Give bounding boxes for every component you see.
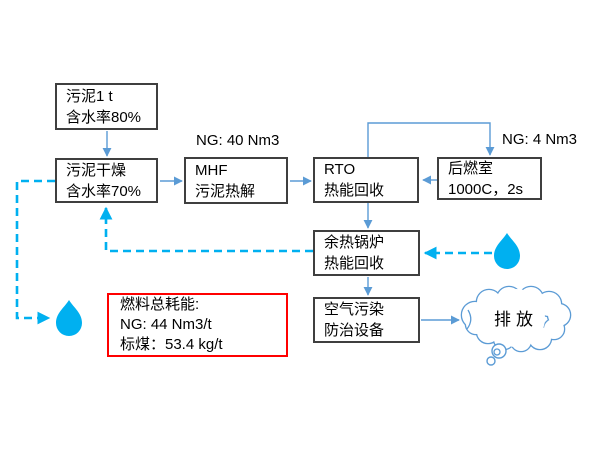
cloud-tail-bubble bbox=[486, 356, 496, 366]
node-line: 1000C，2s bbox=[448, 180, 524, 198]
node-sludge-drying: 污泥干燥 含水率70% bbox=[55, 158, 158, 203]
water-droplet-icon bbox=[56, 300, 82, 336]
arrow-rto-to-afterburner bbox=[367, 122, 495, 157]
node-line: 污泥1 t bbox=[66, 87, 113, 105]
water-droplet-icon bbox=[494, 233, 520, 269]
node-sludge-input: 污泥1 t 含水率80% bbox=[55, 83, 158, 130]
cloud-label: 排放 bbox=[494, 310, 538, 329]
cloud-inner-arc bbox=[466, 309, 472, 330]
node-mhf: MHF 污泥热解 bbox=[184, 157, 288, 204]
label-ng-afterburner: NG: 4 Nm3 bbox=[502, 131, 578, 148]
node-line: 后燃室 bbox=[448, 159, 494, 177]
emission-cloud: 排放 bbox=[460, 285, 572, 366]
fuel-summary-line: 燃料总耗能: bbox=[120, 296, 200, 313]
cloud-tail-spiral bbox=[493, 348, 501, 356]
node-line: 污泥干燥 bbox=[66, 161, 127, 179]
node-line: RTO bbox=[324, 161, 356, 178]
node-line: 空气污染 bbox=[324, 301, 385, 318]
node-waste-heat-boiler: 余热锅炉 热能回收 bbox=[313, 230, 420, 276]
node-line: 余热锅炉 bbox=[324, 234, 385, 251]
node-line: 含水率80% bbox=[66, 108, 142, 126]
node-line: MHF bbox=[195, 161, 228, 179]
node-line: 污泥热解 bbox=[195, 182, 256, 200]
fuel-summary-line: NG: 44 Nm3/t bbox=[120, 316, 212, 333]
node-line: 热能回收 bbox=[324, 182, 385, 199]
node-air-pollution-control: 空气污染 防治设备 bbox=[313, 297, 420, 343]
dashed-boiler-to-drying bbox=[99, 206, 313, 253]
node-line: 防治设备 bbox=[324, 322, 385, 339]
node-rto: RTO 热能回收 bbox=[313, 157, 419, 203]
label-ng-mhf: NG: 40 Nm3 bbox=[196, 132, 280, 149]
node-line: 含水率70% bbox=[66, 182, 142, 200]
node-afterburner: 后燃室 1000C，2s bbox=[437, 157, 542, 200]
dashed-drying-to-droplet bbox=[15, 179, 55, 325]
fuel-summary-line: 标煤：53.4 kg/t bbox=[120, 336, 223, 353]
node-line: 热能回收 bbox=[324, 255, 385, 272]
fuel-summary-box: 燃料总耗能: NG: 44 Nm3/t 标煤：53.4 kg/t bbox=[107, 293, 288, 357]
